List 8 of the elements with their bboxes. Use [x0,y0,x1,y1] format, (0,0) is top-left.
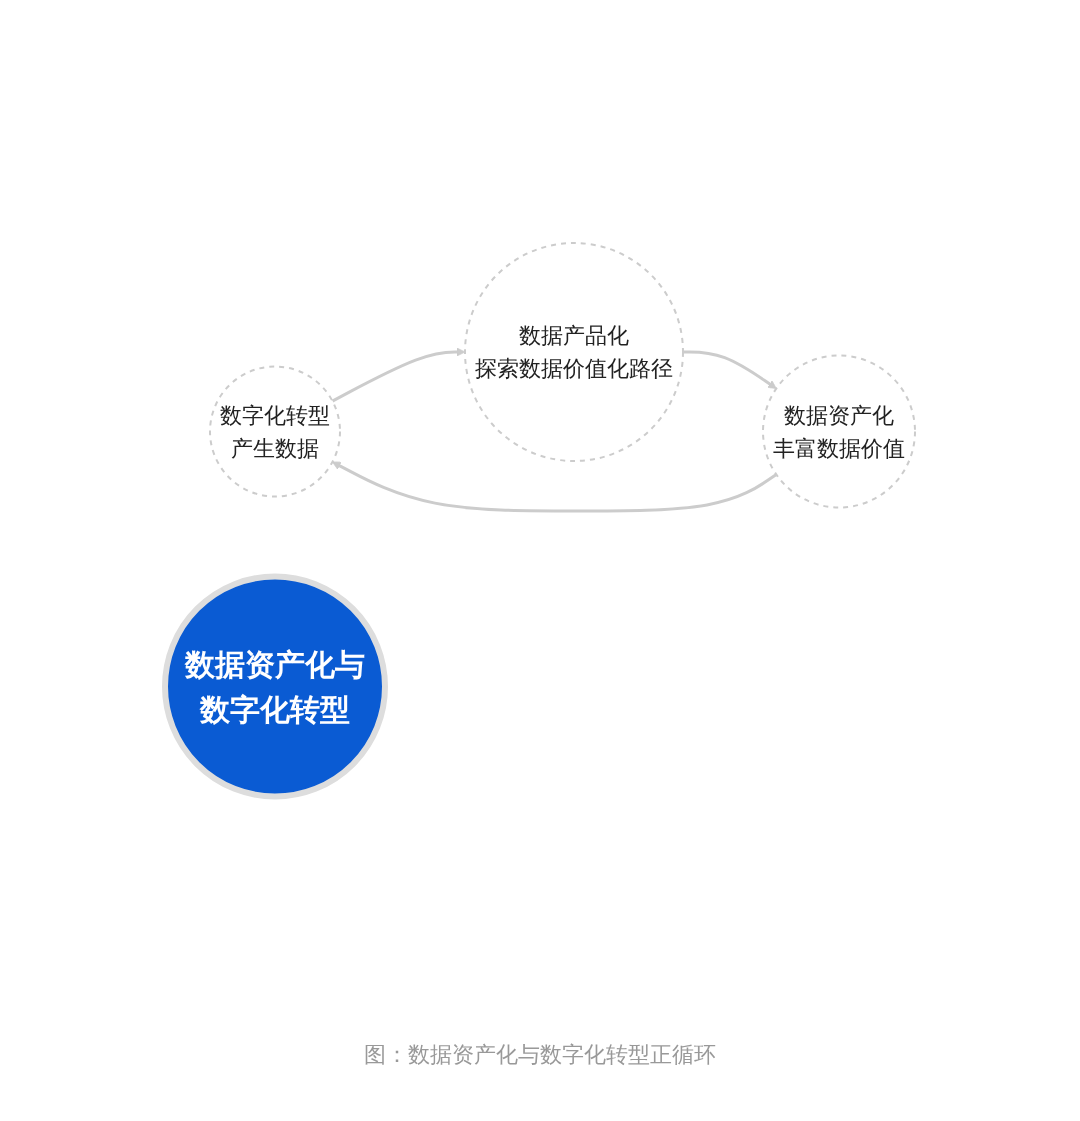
node-circle: 数据资产化 丰富数据价值 [762,354,916,509]
caption: 图：数据资产化与数字化转型正循环 [364,1042,716,1067]
arrow [331,347,466,403]
arrow [332,461,778,513]
node-circle: 数据产品化 探索数据价值化路径 [464,242,684,463]
arrow [683,350,777,390]
node-circle: 数字化转型 产生数据 [209,365,341,498]
node-circle: 数据资产化与数字化转型 [162,573,388,800]
